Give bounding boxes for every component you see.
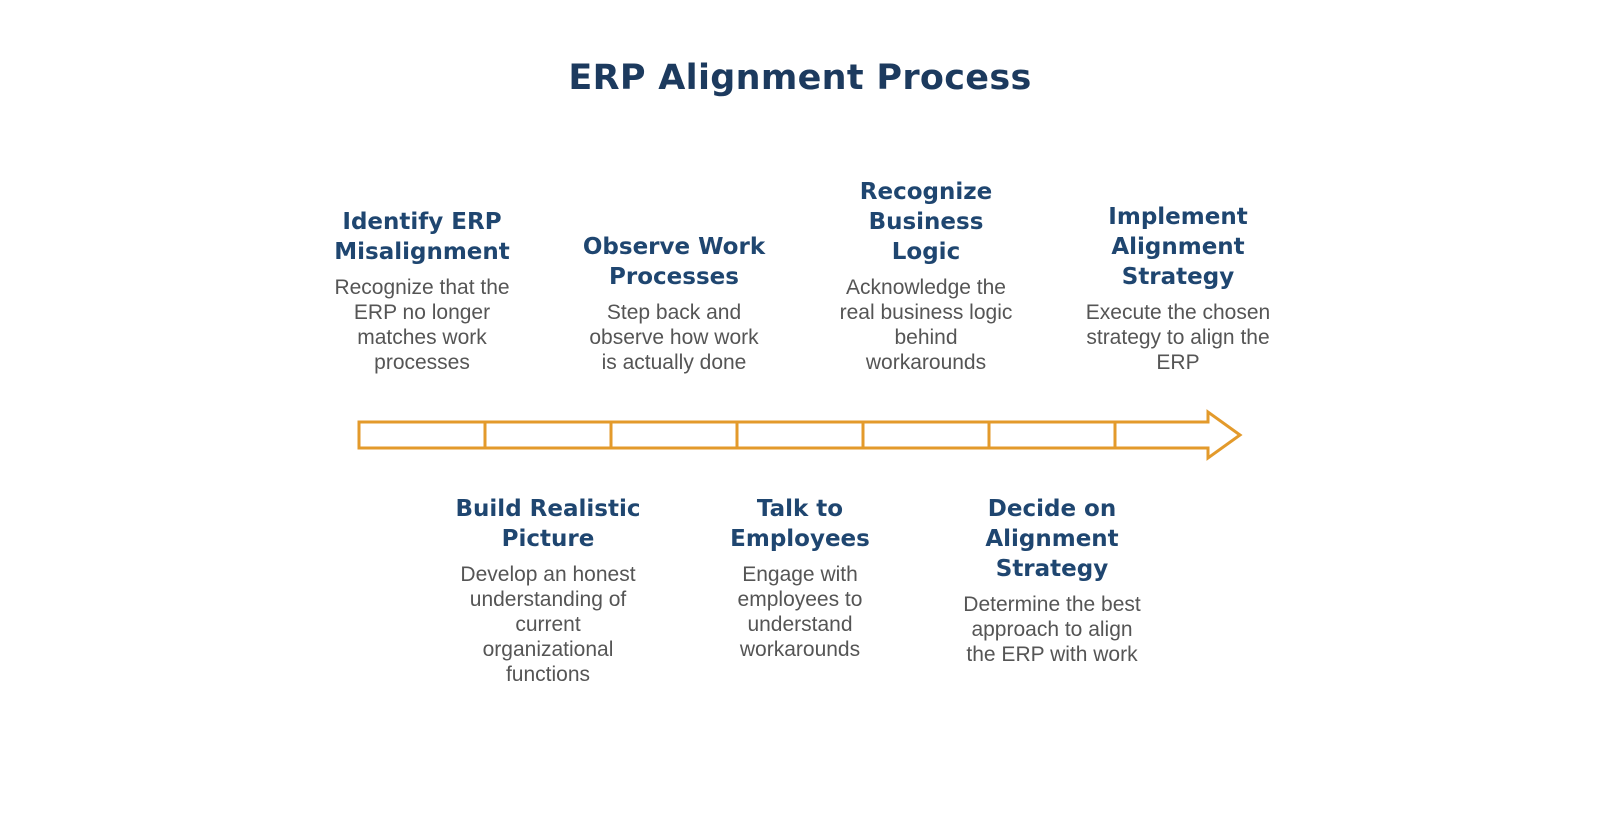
step-heading-line: Implement	[1108, 204, 1248, 230]
step-description-line: Execute the chosen	[1085, 301, 1271, 324]
step-heading-line: Strategy	[1121, 264, 1235, 290]
step-description-line: Determine the best	[963, 593, 1141, 616]
step-description-line: understanding of	[469, 588, 627, 611]
step-description-line: ERP	[1156, 351, 1200, 374]
step-heading-line: Employees	[730, 526, 870, 552]
step-description-line: Develop an honest	[460, 563, 636, 586]
step-description-line: strategy to align the	[1086, 326, 1270, 349]
step-description-line: matches work	[357, 326, 487, 349]
step-description-line: Recognize that the	[334, 276, 510, 299]
step-description-line: Engage with	[742, 563, 858, 586]
timeline-bar	[357, 409, 1243, 461]
step-heading-line: Alignment	[1111, 234, 1245, 260]
step-description-line: workarounds	[865, 351, 987, 374]
step-heading-line: Observe Work	[582, 234, 766, 260]
step-heading: Talk to Employees	[685, 494, 915, 554]
step-heading-line: Logic	[891, 239, 961, 265]
step-description-line: observe how work	[589, 326, 759, 349]
step-description-line: current	[515, 613, 581, 636]
step-description-line: functions	[505, 663, 591, 686]
step-description-line: Acknowledge the	[846, 276, 1006, 299]
step-description-line: workarounds	[739, 638, 861, 661]
step-heading-line: Strategy	[995, 556, 1109, 582]
step-description-line: is actually done	[601, 351, 747, 374]
step-heading: Identify ERP Misalignment	[307, 207, 537, 267]
page-title: ERP Alignment Process	[568, 58, 1032, 98]
step-heading-line: Processes	[609, 264, 739, 290]
step-description-line: understand	[747, 613, 853, 636]
step-heading-line: Picture	[501, 526, 595, 552]
step-heading-line: Misalignment	[334, 239, 510, 265]
step-description-line: behind	[894, 326, 958, 349]
step-description-line: real business logic	[839, 301, 1013, 324]
step-description-line: ERP no longer	[353, 301, 491, 324]
step-description-line: processes	[374, 351, 470, 374]
step-heading-line: Identify ERP	[342, 209, 502, 235]
step-description-line: Step back and	[606, 301, 742, 324]
step-description-line: approach to align	[971, 618, 1133, 641]
step-description-line: employees to	[737, 588, 863, 611]
step-heading-line: Decide on	[987, 496, 1117, 522]
step-description-line: organizational	[482, 638, 614, 661]
step-heading-line: Build Realistic	[455, 496, 641, 522]
step-heading-line: Alignment	[985, 526, 1119, 552]
step-description-line: the ERP with work	[966, 643, 1138, 666]
step-heading-line: Recognize	[859, 179, 993, 205]
step-heading-line: Talk to	[756, 496, 844, 522]
step-heading-line: Business	[868, 209, 984, 235]
